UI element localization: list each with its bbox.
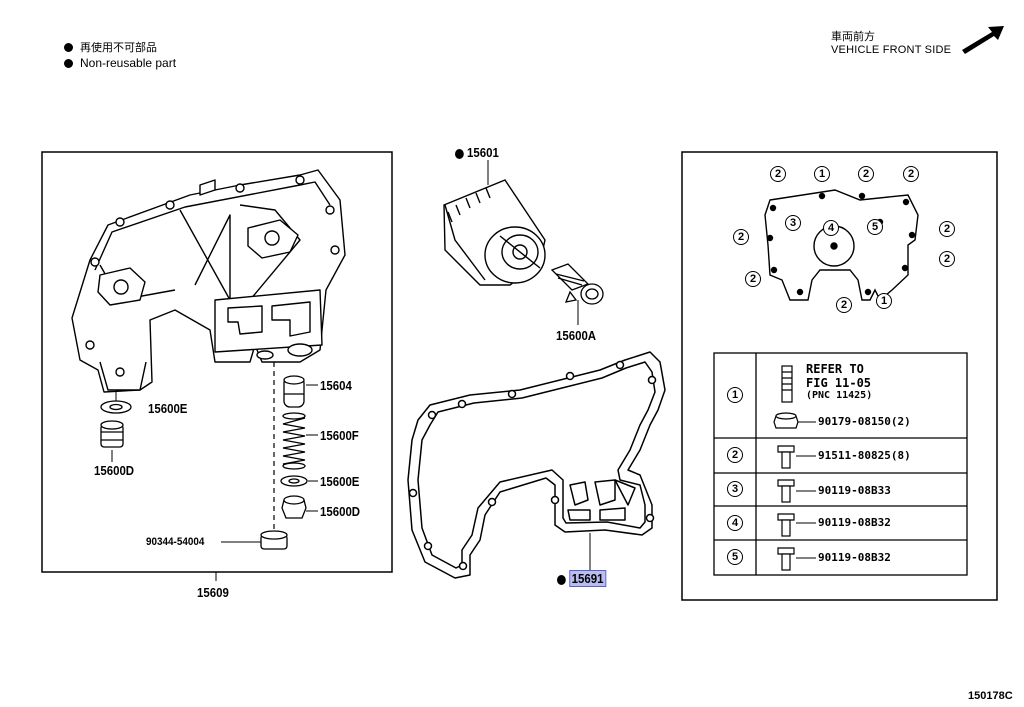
callout-center-3: 3 — [785, 215, 801, 231]
legend-en-text: Non-reusable part — [80, 56, 177, 70]
table-row-5-part: 90119-08B32 — [818, 551, 891, 564]
table-row-1-num: 1 — [727, 387, 743, 403]
spring-15600f — [282, 412, 306, 470]
label-15691: 15691 — [557, 570, 607, 587]
nonreusable-bullet-icon — [557, 574, 566, 585]
label-15604: 15604 — [320, 378, 352, 393]
refer-line-2: FIG 11-05 — [806, 376, 872, 390]
table-row-3-part: 90119-08B33 — [818, 484, 891, 497]
label-15600a: 15600A — [556, 328, 597, 343]
bullet-icon — [64, 42, 73, 52]
callout-top-4: 2 — [903, 166, 919, 182]
label-15600d-mid: 15600D — [320, 504, 361, 519]
oil-filter-15601 — [443, 179, 546, 286]
callout-center-5: 5 — [867, 219, 883, 235]
table-row-3-num: 3 — [727, 481, 743, 497]
housing-frame — [41, 151, 393, 573]
label-15601: 15601 — [455, 145, 499, 160]
label-15600e-mid: 15600E — [320, 474, 360, 489]
label-15609: 15609 — [197, 585, 229, 600]
table-row-2-part: 91511-80825(8) — [818, 449, 911, 462]
plug-15600d-mid — [281, 495, 307, 519]
gasket-frame — [681, 151, 998, 601]
figure-code: 150178C — [968, 690, 1013, 702]
table-row-5-num: 5 — [727, 549, 743, 565]
gasket-bolt-map — [764, 189, 919, 302]
union-bolt-15600a — [550, 263, 604, 305]
table-row-4-num: 4 — [727, 515, 743, 531]
label-15600d-left: 15600D — [94, 463, 135, 478]
front-arrow-icon — [962, 26, 1004, 54]
table-row-4-part: 90119-08B32 — [818, 516, 891, 529]
plug-15600d-left — [100, 420, 124, 448]
washer-15600e-mid — [280, 475, 308, 487]
bullet-icon — [64, 58, 73, 68]
gasket-15691 — [407, 351, 666, 579]
vehicle-front-jp: 車両前方 — [831, 30, 875, 43]
refer-line-1: REFER TO — [806, 362, 864, 376]
callout-right-1: 2 — [939, 221, 955, 237]
table-row-2-num: 2 — [727, 447, 743, 463]
callout-top-2: 1 — [814, 166, 830, 182]
callout-bottom-1: 1 — [876, 293, 892, 309]
vehicle-front-en: VEHICLE FRONT SIDE — [831, 44, 952, 56]
plug-90344 — [260, 530, 288, 550]
refer-line-3: (PNC 11425) — [806, 390, 873, 401]
nonreusable-bullet-icon — [455, 148, 464, 159]
label-15600f: 15600F — [320, 428, 359, 443]
callout-top-1: 2 — [770, 166, 786, 182]
table-row-1-part: 90179-08150(2) — [818, 415, 911, 428]
label-15600e-left: 15600E — [148, 401, 188, 416]
oil-filter-bracket — [71, 169, 346, 393]
callout-left-1: 2 — [733, 229, 749, 245]
bolt-table-grid — [713, 352, 968, 576]
highlighted-part-number[interactable]: 15691 — [568, 570, 607, 587]
legend-jp-text: 再使用不可部品 — [80, 41, 157, 54]
legend-nonreusable-jp: 再使用不可部品 — [64, 39, 157, 55]
relief-valve-15604 — [283, 375, 305, 408]
callout-left-2: 2 — [745, 271, 761, 287]
bolt-icons — [773, 365, 799, 571]
callout-right-2: 2 — [939, 251, 955, 267]
callout-top-3: 2 — [858, 166, 874, 182]
legend-nonreusable-en: Non-reusable part — [64, 56, 176, 70]
callout-center-4: 4 — [823, 220, 839, 236]
washer-15600e-left — [100, 400, 132, 414]
label-90344: 90344-54004 — [146, 536, 205, 548]
callout-bottom-2: 2 — [836, 297, 852, 313]
